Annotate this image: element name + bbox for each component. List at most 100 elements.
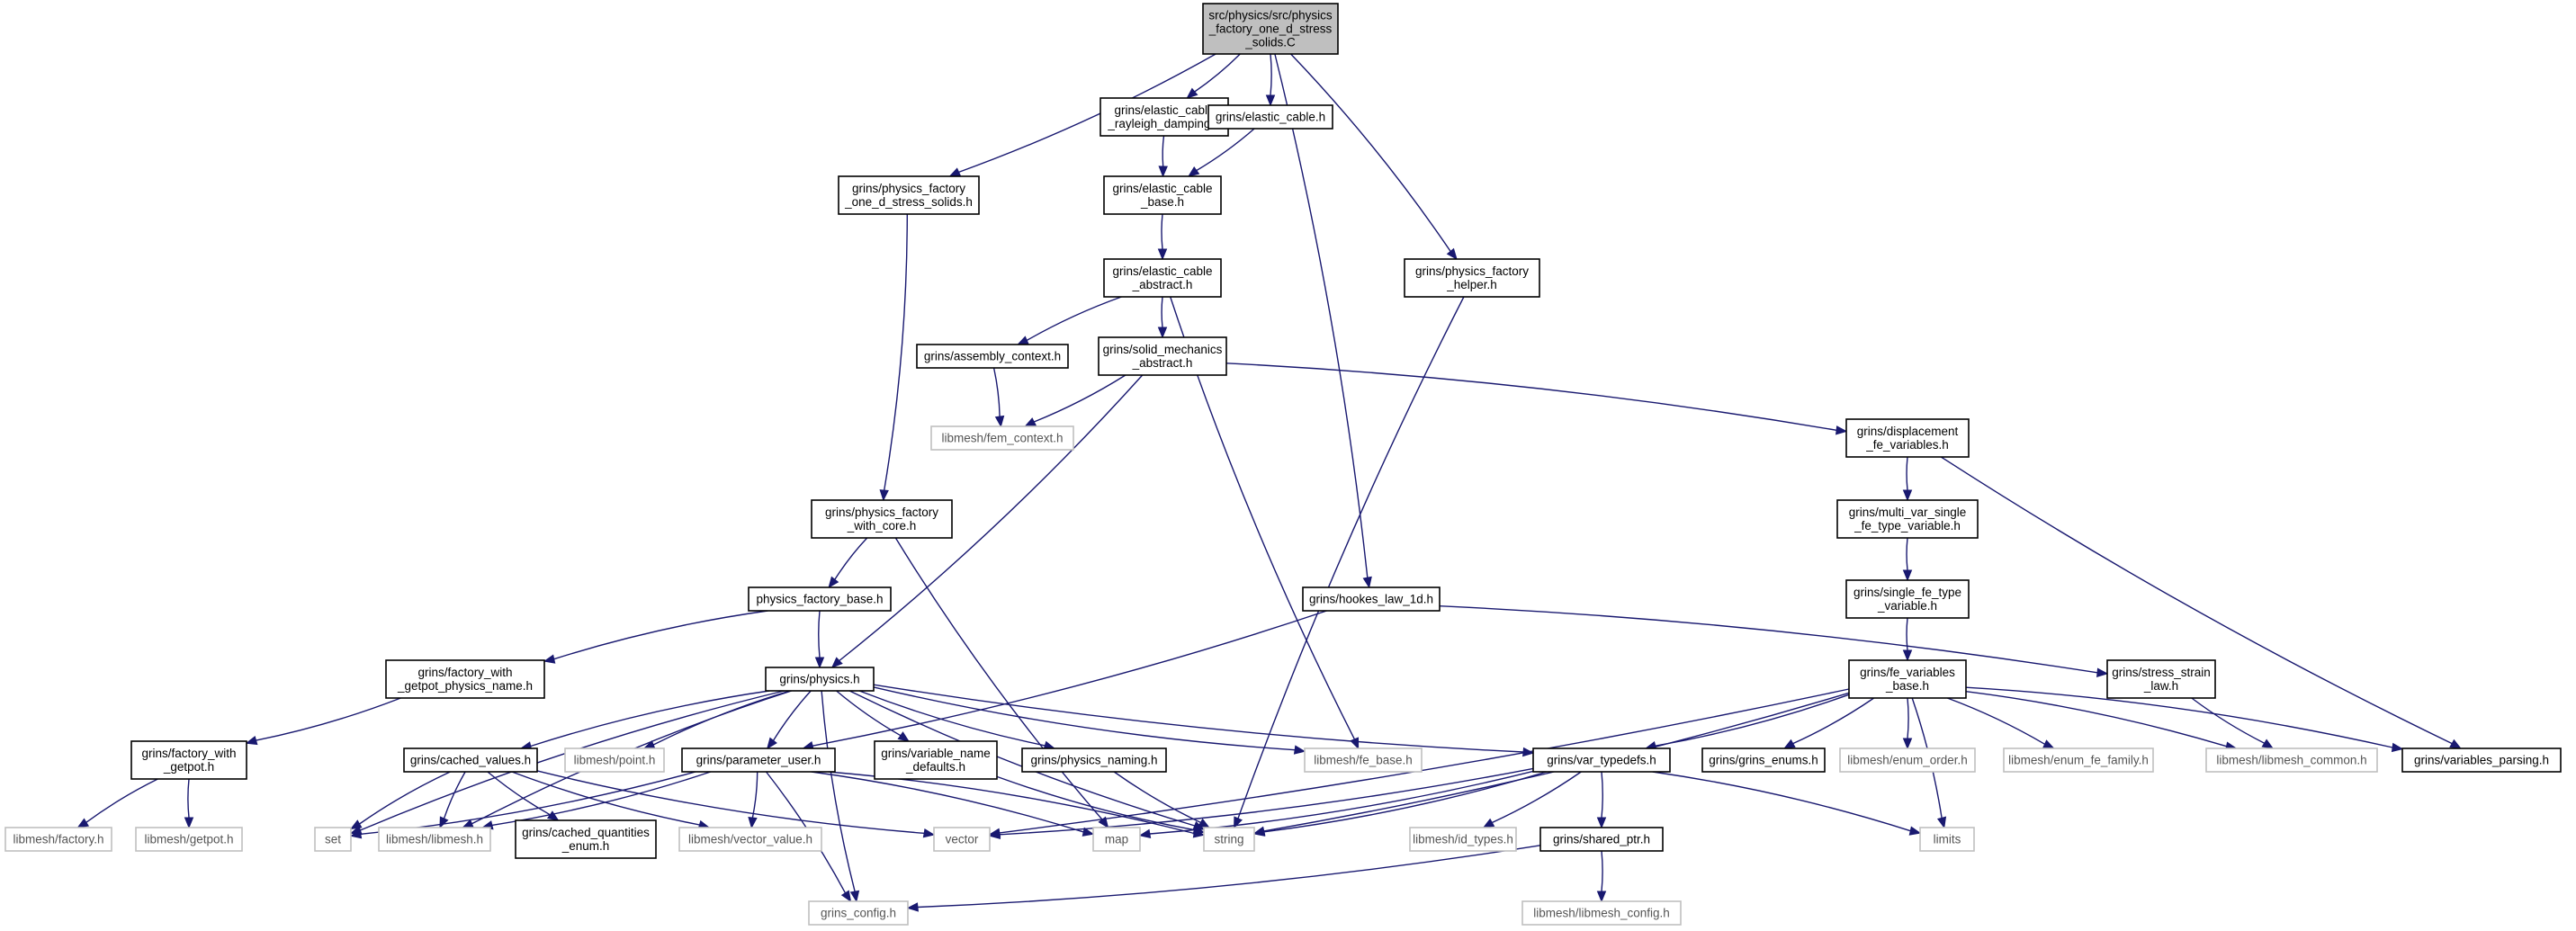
edge-ec_rayleigh-to-ec_base — [1158, 135, 1168, 178]
node-label-line: grins/cached_quantities — [522, 826, 650, 839]
node-disp_fe[interactable]: grins/displacement_fe_variables.h — [1845, 418, 1970, 458]
node-label-line: grins/solid_mechanics — [1103, 343, 1223, 356]
arrowhead-icon — [1902, 649, 1913, 662]
node-single_fe[interactable]: grins/single_fe_type_variable.h — [1845, 579, 1970, 619]
edge-physics-to-var_typedefs — [873, 684, 1535, 757]
arrowhead-icon — [1902, 738, 1913, 750]
node-label-line: grins/multi_var_single — [1849, 506, 1967, 519]
node-var_name_defaults[interactable]: grins/variable_name_defaults.h — [874, 740, 998, 780]
edge-line — [958, 53, 1216, 174]
node-ec_rayleigh[interactable]: grins/elastic_cable_rayleigh_damping.h — [1100, 97, 1229, 137]
node-physics[interactable]: grins/physics.h — [765, 667, 875, 692]
arrowhead-icon — [1596, 891, 1607, 903]
edge-line — [1149, 770, 1534, 835]
edge-line — [487, 771, 551, 816]
edge-disp_fe-to-multi_var — [1902, 456, 1913, 502]
node-pf_core[interactable]: grins/physics_factory_with_core.h — [811, 499, 953, 539]
node-label-line: _defaults.h — [905, 760, 965, 774]
arrowhead-icon — [1016, 336, 1029, 345]
node-assembly[interactable]: grins/assembly_context.h — [916, 344, 1069, 369]
edge-solid_mech-to-physics — [830, 374, 1144, 668]
node-hookes[interactable]: grins/hookes_law_1d.h — [1302, 586, 1441, 612]
node-box — [1302, 586, 1441, 612]
node-label-line: _helper.h — [1446, 278, 1497, 291]
node-box — [933, 827, 991, 852]
edge-line — [1263, 771, 1548, 833]
node-label-line: libmesh/vector_value.h — [688, 833, 812, 846]
node-lm_libmesh_config: libmesh/libmesh_config.h — [1521, 900, 1682, 926]
node-ec_base[interactable]: grins/elastic_cable_base.h — [1103, 175, 1222, 215]
node-box — [838, 175, 980, 215]
node-label-line: libmesh/factory.h — [13, 833, 103, 846]
node-pf_one_d[interactable]: grins/physics_factory_one_d_stress_solid… — [838, 175, 980, 215]
node-cached_values[interactable]: grins/cached_values.h — [403, 747, 538, 773]
edge-line — [1965, 691, 2227, 747]
node-box — [135, 827, 243, 852]
arrowhead-icon — [1158, 166, 1168, 178]
node-box — [4, 827, 112, 852]
node-stress_strain[interactable]: grins/stress_strain_law.h — [2106, 659, 2216, 699]
edge-physics-to-grins_config — [821, 690, 860, 903]
node-box — [403, 747, 538, 773]
node-box — [314, 827, 352, 852]
node-label-line: grins/displacement — [1857, 425, 1959, 438]
edge-hookes-to-param_user — [802, 610, 1327, 751]
node-label-line: grins/factory_with — [417, 666, 512, 679]
node-lm_vector_value: libmesh/vector_value.h — [678, 827, 822, 852]
node-shared_ptr[interactable]: grins/shared_ptr.h — [1539, 827, 1664, 852]
arrowhead-icon — [1596, 817, 1607, 829]
node-box — [1100, 97, 1229, 137]
node-label-line: grins/variables_parsing.h — [2414, 754, 2549, 767]
node-var_typedefs[interactable]: grins/var_typedefs.h — [1532, 747, 1671, 773]
edge-pf_core-to-map — [894, 537, 1109, 829]
node-solid_mech[interactable]: grins/solid_mechanics_abstract.h — [1098, 336, 1227, 376]
edges-layer — [76, 53, 2462, 912]
node-ec_h[interactable]: grins/elastic_cable.h — [1207, 104, 1333, 130]
node-box — [874, 740, 998, 780]
edge-shared_ptr-to-grins_config — [906, 845, 1541, 912]
arrowhead-icon — [2391, 742, 2404, 753]
node-label-line: _enum.h — [561, 839, 610, 853]
arrowhead-icon — [897, 731, 910, 742]
arrowhead-icon — [2261, 739, 2275, 749]
node-fw_getpot[interactable]: grins/factory_with_getpot.h — [130, 740, 247, 780]
edge-line — [1270, 53, 1272, 96]
node-box — [1098, 336, 1227, 376]
node-label-line: libmesh/fe_base.h — [1314, 754, 1413, 767]
node-cached_q_enum[interactable]: grins/cached_quantities_enum.h — [515, 819, 657, 859]
node-vars_parsing[interactable]: grins/variables_parsing.h — [2401, 747, 2562, 773]
arrowhead-icon — [1482, 818, 1495, 828]
node-label-line: vector — [946, 833, 979, 846]
edge-line — [443, 771, 466, 819]
node-label-line: src/physics/src/physics — [1208, 9, 1333, 22]
node-box — [808, 900, 909, 926]
node-fwg_name[interactable]: grins/factory_with_getpot_physics_name.h — [385, 659, 545, 699]
arrowhead-icon — [988, 829, 1001, 839]
edge-line — [992, 367, 1001, 417]
node-lm_fe_base: libmesh/fe_base.h — [1304, 747, 1423, 773]
node-ec_abstract[interactable]: grins/elastic_cable_abstract.h — [1103, 258, 1222, 298]
node-pf_helper[interactable]: grins/physics_factory_helper.h — [1404, 258, 1540, 298]
edge-cached_values-to-vector — [536, 770, 936, 838]
node-fe_vars_base[interactable]: grins/fe_variables_base.h — [1848, 659, 1967, 699]
node-pf_base[interactable]: physics_factory_base.h — [748, 586, 892, 612]
node-label-line: grins/single_fe_type — [1853, 586, 1961, 599]
arrowhead-icon — [1157, 248, 1168, 261]
node-multi_var[interactable]: grins/multi_var_single_fe_type_variable.… — [1836, 499, 1979, 539]
node-label-line: libmesh/id_types.h — [1413, 833, 1513, 846]
node-box — [1845, 418, 1970, 458]
node-lm_getpot: libmesh/getpot.h — [135, 827, 243, 852]
node-param_user[interactable]: grins/parameter_user.h — [681, 747, 836, 773]
arrowhead-icon — [1350, 737, 1360, 750]
arrowhead-icon — [922, 828, 936, 838]
node-grins_enums[interactable]: grins/grins_enums.h — [1701, 747, 1826, 773]
node-box — [1021, 747, 1167, 773]
edge-line — [812, 610, 1327, 747]
node-phys_naming[interactable]: grins/physics_naming.h — [1021, 747, 1167, 773]
node-root[interactable]: src/physics/src/physics_factory_one_d_st… — [1202, 3, 1339, 55]
edge-physics-to-var_name_defaults — [836, 690, 910, 742]
node-box — [1103, 175, 1222, 215]
arrowhead-icon — [1252, 827, 1266, 837]
edge-line — [1196, 128, 1255, 172]
